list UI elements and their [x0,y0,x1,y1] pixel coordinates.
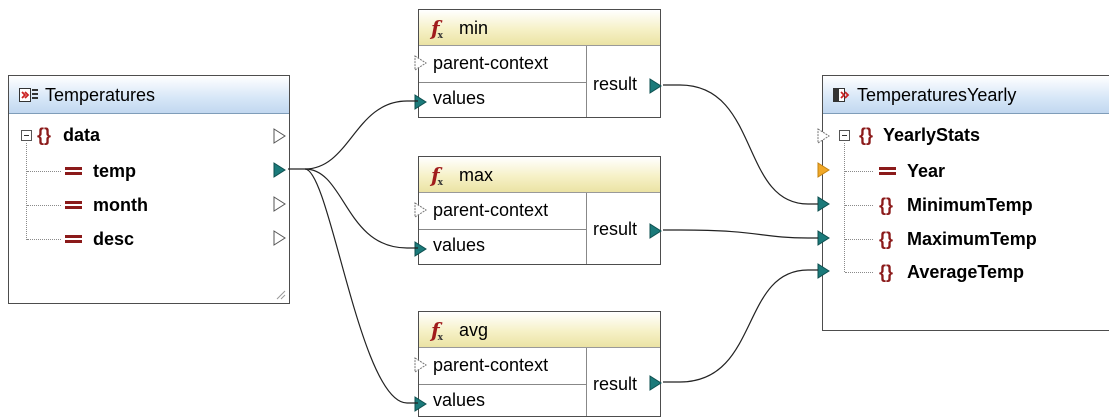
divider [419,229,587,230]
collapse-toggle-icon[interactable] [839,130,850,141]
output-connector-data[interactable] [273,128,287,144]
tree-item-label: AverageTemp [907,262,1025,282]
tree-item-label: MaximumTemp [907,229,1037,249]
source-component-header[interactable]: Temperatures [9,76,289,114]
wire-temp-to-avg [304,168,418,404]
element-icon: {} [859,125,874,145]
output-connector-month[interactable] [273,196,287,212]
function-header[interactable]: fx avg [419,312,660,348]
target-schema-icon [833,88,850,102]
input-connector-values[interactable] [414,396,428,412]
wire-temp-to-min [288,100,418,170]
divider [419,82,587,83]
output-connector-result[interactable] [649,223,663,239]
input-connector-parent-context[interactable] [414,55,428,71]
output-connector-result[interactable] [649,375,663,391]
attribute-icon [65,166,82,176]
input-label: values [433,390,486,410]
tree-item-label: Year [907,161,946,181]
tree-item-label: data [63,125,101,145]
input-label: values [433,88,486,108]
tree-item-label: desc [93,229,135,249]
input-label: parent-context [433,53,549,73]
input-label: values [433,235,486,255]
source-schema-icon [19,88,38,102]
input-values[interactable]: values [419,385,587,415]
input-label: parent-context [433,355,549,375]
target-component-title: TemperaturesYearly [857,85,1017,105]
divider [419,384,587,385]
tree-line [27,171,61,172]
output-result[interactable]: result [593,74,638,94]
function-max[interactable]: fx max parent-context values result [414,156,663,265]
tree-line [27,205,61,206]
input-parent-context[interactable]: parent-context [419,48,587,78]
element-icon: {} [879,262,894,282]
attribute-icon [65,234,82,244]
tree-line [844,143,845,272]
attribute-icon [879,166,896,176]
output-result[interactable]: result [593,219,638,239]
wire-avg-to-averagetemp [663,269,818,383]
input-connector-maximumtemp[interactable] [817,230,831,246]
tree-item-label: YearlyStats [883,125,981,145]
wire-max-to-maximumtemp [663,229,818,239]
function-min[interactable]: fx min parent-context values result [414,9,663,118]
function-title: min [459,18,489,38]
tree-line [27,239,61,240]
attribute-icon [65,200,82,210]
wire-min-to-minimumtemp [663,84,818,205]
output-connector-desc[interactable] [273,230,287,246]
input-connector-parent-context[interactable] [414,202,428,218]
input-connector-parent-context[interactable] [414,357,428,373]
input-connector-yearlystats[interactable] [817,128,831,144]
function-title: max [459,165,494,185]
resize-grip-icon[interactable] [276,290,286,300]
tree-item-label: temp [93,161,137,181]
divider [586,46,587,117]
function-icon: fx [431,16,443,41]
input-values[interactable]: values [419,83,587,113]
function-avg[interactable]: fx avg parent-context values result [414,311,663,417]
tree-line [845,205,873,206]
input-connector-values[interactable] [414,94,428,110]
divider [586,193,587,264]
target-component-header[interactable]: TemperaturesYearly [823,76,1109,114]
element-icon: {} [879,229,894,249]
input-connector-averagetemp[interactable] [817,263,831,279]
output-connector-temp[interactable] [273,162,287,178]
function-icon: fx [431,318,443,343]
target-component-temperaturesyearly[interactable]: TemperaturesYearly {} YearlyStats Year {… [817,75,1109,331]
divider [586,348,587,416]
tree-line [26,143,27,240]
input-label: parent-context [433,200,549,220]
tree-item-label: month [93,195,148,215]
function-header[interactable]: fx max [419,157,660,193]
tree-line [845,272,873,273]
tree-line [845,171,873,172]
collapse-toggle-icon[interactable] [21,130,32,141]
function-icon: fx [431,163,443,188]
function-header[interactable]: fx min [419,10,660,46]
output-result[interactable]: result [593,374,638,394]
wire-temp-to-max [304,168,418,249]
source-component-title: Temperatures [45,85,156,105]
tree-item-label: MinimumTemp [907,195,1033,215]
input-parent-context[interactable]: parent-context [419,350,587,380]
output-connector-result[interactable] [649,78,663,94]
source-component-temperatures[interactable]: Temperatures {} data temp month desc [8,75,290,304]
element-icon: {} [37,125,52,145]
input-parent-context[interactable]: parent-context [419,195,587,225]
function-title: avg [459,320,489,340]
tree-line [845,239,873,240]
input-connector-values[interactable] [414,241,428,257]
input-connector-year[interactable] [817,162,831,178]
input-values[interactable]: values [419,230,587,260]
element-icon: {} [879,195,894,215]
input-connector-minimumtemp[interactable] [817,196,831,212]
